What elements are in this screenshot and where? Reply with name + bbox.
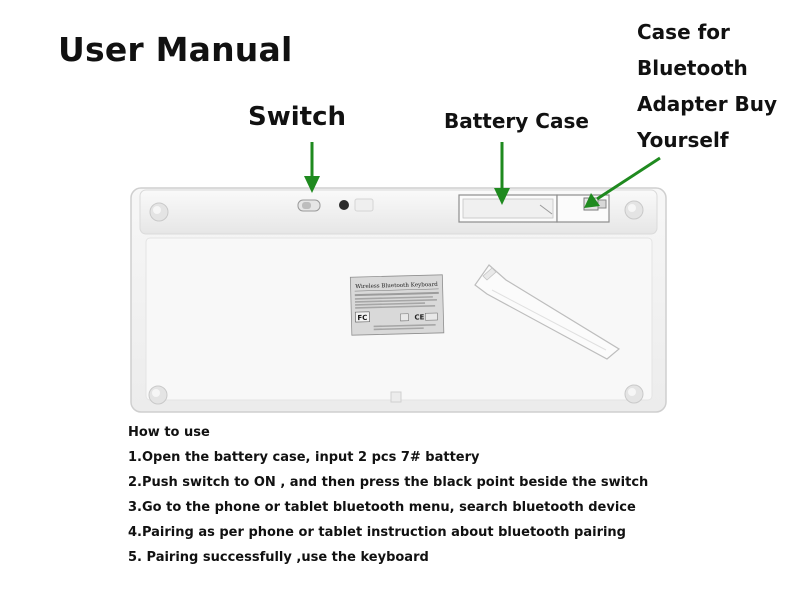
- adapter-case-label: Case for Bluetooth Adapter Buy Yourself: [637, 14, 797, 158]
- rubber-foot-icon: [624, 200, 644, 220]
- rubber-foot-icon: [624, 384, 644, 404]
- battery-case-arrow-icon: [494, 142, 510, 205]
- battery-compartment: [458, 194, 558, 223]
- center-tab: [390, 391, 402, 403]
- how-to-use-heading: How to use: [128, 425, 210, 440]
- rubber-foot-icon: [149, 202, 169, 222]
- adapter-case-arrow-icon: [584, 156, 661, 208]
- adapter-case-label-line: Case for: [637, 20, 730, 44]
- instruction-step: 5. Pairing successfully ,use the keyboar…: [128, 550, 429, 565]
- rubber-foot-icon: [148, 385, 168, 405]
- power-switch-icon: [297, 199, 321, 212]
- battery-cover: [474, 264, 621, 360]
- instruction-step: 2.Push switch to ON , and then press the…: [128, 475, 649, 490]
- switch-label: Switch: [248, 102, 347, 132]
- fc-mark-icon: FC: [357, 314, 367, 322]
- switch-arrow-icon: [304, 142, 320, 193]
- page-title: User Manual: [58, 30, 293, 69]
- instruction-step: 4.Pairing as per phone or tablet instruc…: [128, 525, 626, 540]
- instruction-step: 3.Go to the phone or tablet bluetooth me…: [128, 500, 636, 515]
- adapter-case-label-line: Yourself: [637, 128, 729, 152]
- sticker-heading: Wireless Bluetooth Keyboard: [355, 282, 438, 290]
- adapter-slot: [556, 194, 610, 223]
- adapter-case-label-line: Bluetooth: [637, 56, 748, 80]
- ce-mark-icon: CE: [414, 313, 424, 321]
- keyboard-back-illustration: Wireless Bluetooth Keyboard FC CE: [130, 142, 667, 413]
- adapter-case-label-line: Adapter Buy: [637, 92, 778, 116]
- how-to-use-section: How to use 1.Open the battery case, inpu…: [128, 424, 788, 574]
- battery-case-label: Battery Case: [444, 109, 589, 133]
- connect-button-icon: [339, 198, 374, 212]
- label-sticker: Wireless Bluetooth Keyboard FC CE: [349, 274, 445, 336]
- instruction-step: 1.Open the battery case, input 2 pcs 7# …: [128, 450, 480, 465]
